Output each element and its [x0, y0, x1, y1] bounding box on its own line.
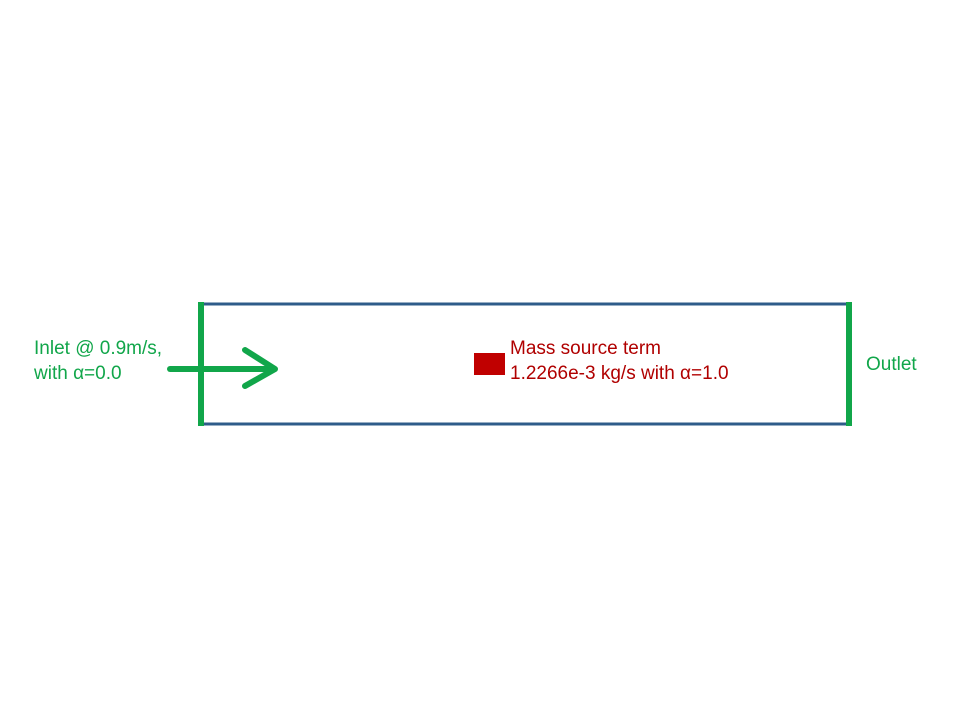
inlet-label: Inlet @ 0.9m/s, with α=0.0: [34, 336, 162, 386]
outlet-label: Outlet: [866, 352, 917, 377]
mass-source-label-line2: 1.2266e-3 kg/s with α=1.0: [510, 363, 729, 384]
mass-source-label-line1: Mass source term: [510, 338, 661, 359]
inlet-arrow-icon: [167, 347, 278, 389]
mass-source-marker: [474, 353, 505, 375]
mass-source-label: Mass source term 1.2266e-3 kg/s with α=1…: [510, 336, 729, 386]
inlet-label-line2: with α=0.0: [34, 363, 122, 384]
outlet-label-text: Outlet: [866, 354, 917, 375]
inlet-label-line1: Inlet @ 0.9m/s,: [34, 338, 163, 359]
